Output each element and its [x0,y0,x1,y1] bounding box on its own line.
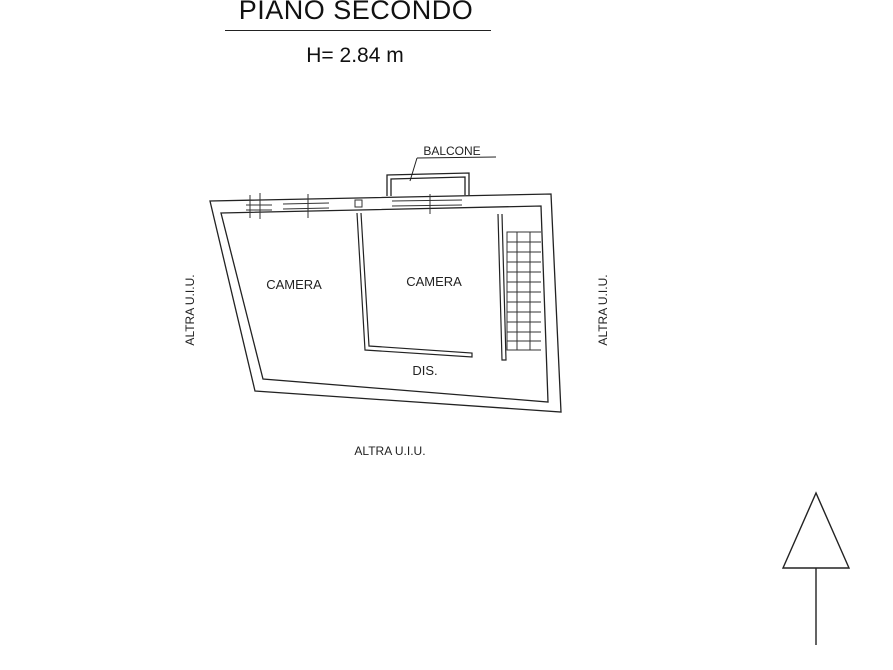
balcony [386,156,497,196]
room-label-balcony: BALCONE [423,144,480,158]
neighbor-label-left: ALTRA U.I.U. [183,274,197,345]
room-label-camera-right: CAMERA [406,274,462,289]
neighbor-label-bottom: ALTRA U.I.U. [354,444,425,458]
outer-wall [209,193,562,413]
neighbor-label-right: ALTRA U.I.U. [596,274,610,345]
room-label-corridor: DIS. [412,363,437,378]
windows [246,193,463,219]
north-arrow-icon [781,491,851,645]
staircase [506,231,541,351]
room-label-camera-left: CAMERA [266,277,322,292]
interior-walls [356,212,507,361]
ceiling-height-label: H= 2.84 m [306,44,404,67]
page-title: PIANO SECONDO [238,0,474,25]
title-underline [225,30,491,31]
